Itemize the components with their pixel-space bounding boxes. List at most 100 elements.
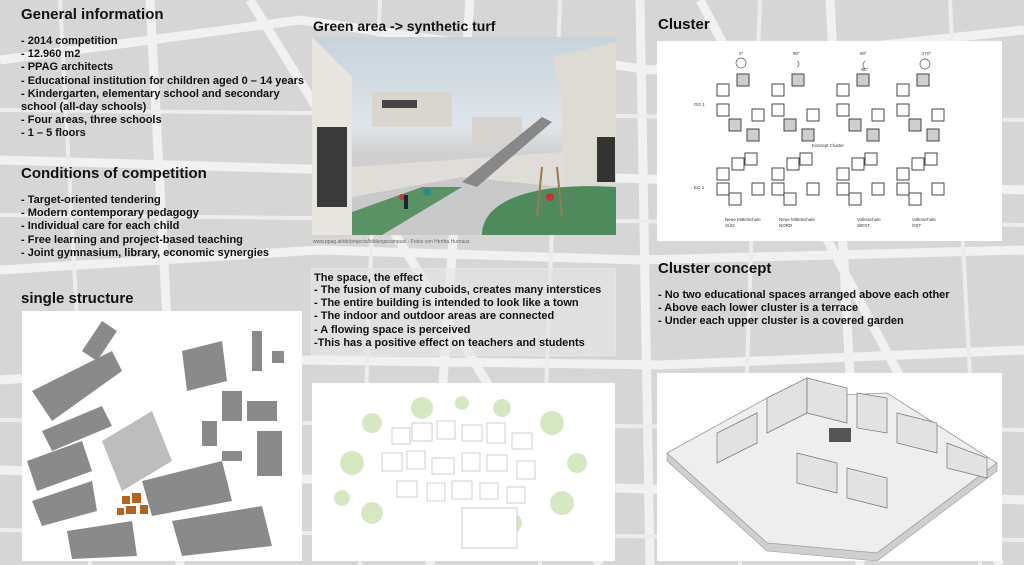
cluster-room [864,152,878,166]
list-item: - Target-oriented tendering [21,194,161,206]
cluster-title: Cluster [658,16,710,33]
list-item: - A flowing space is perceived [314,323,471,336]
cluster-room [801,128,815,142]
green-area-title: Green area -> synthetic turf [313,18,496,34]
cluster-room [911,157,925,171]
courtyard-photo [312,37,616,235]
cluster-room [744,152,758,166]
list-item: - Four areas, three schools [21,114,162,127]
cluster-room [924,152,938,166]
conditions-title: Conditions of competition [21,165,207,182]
diagram-title: Konzept Cluster [812,143,845,148]
cluster-room [728,118,742,132]
list-item: -This has a positive effect on teachers … [314,336,585,349]
list-item: - Above each lower cluster is a terrace [658,302,859,315]
conditions-list: - Target-oriented tendering - Modern con… [21,194,306,260]
cluster-room [908,118,922,132]
list-item: - Joint gymnasium, library, economic syn… [21,246,269,259]
cluster-room [908,192,922,206]
cluster-room [746,128,760,142]
cluster-room [871,182,885,196]
cluster-room [931,182,945,196]
cluster-room [866,128,880,142]
list-item: - No two educational spaces arranged abo… [658,289,950,301]
list-item: - Free learning and project-based teachi… [21,233,243,246]
cluster-room [916,73,930,87]
cluster-room [848,118,862,132]
cluster-room [731,157,745,171]
cluster-room [896,83,910,97]
level-label: OG 1 [694,102,705,107]
school-label: NORD [779,223,793,228]
site-plan-image [312,383,615,561]
list-item: - 12.960 m2 [21,48,81,61]
cluster-room [799,152,813,166]
photo-caption: www.ppag.at/de/projects/bildungscampus/ … [313,239,470,245]
cluster-room [783,192,797,206]
list-item: - Individual care for each child [21,220,180,233]
site-map-image [22,311,302,561]
rotation-label: -90° [860,67,869,72]
cluster-room [836,167,850,181]
rotation-label: 90° [793,51,800,56]
rotation-label: 90° [860,51,867,56]
cluster-room [896,182,910,196]
space-effect-list: - The fusion of many cuboids, creates ma… [312,284,615,350]
school-label: WEST [857,223,870,228]
cluster-room [856,73,870,87]
cluster-room [771,103,785,117]
cluster-room [896,103,910,117]
school-label: Volksschule [912,217,936,222]
cluster-concept-list: - No two educational spaces arranged abo… [658,289,1003,329]
cluster-room [716,103,730,117]
space-effect-box: The space, the effect - The fusion of ma… [311,268,616,356]
rotation-icons [735,57,931,70]
school-label: Neue Mittelschule [779,217,815,222]
cluster-room [716,83,730,97]
list-item: - 2014 competition [21,35,118,47]
general-information-title: General information [21,6,164,23]
list-item: - The entire building is intended to loo… [314,297,579,310]
school-label: OST [912,223,922,228]
cluster-room [771,167,785,181]
cluster-room [751,182,765,196]
list-item: - PPAG architects [21,61,114,74]
cluster-room [786,157,800,171]
level-label: EG 1 [694,185,705,190]
cluster-room [836,182,850,196]
cluster-room [771,83,785,97]
cluster-room [848,192,862,206]
rotation-label: 0° [739,51,744,56]
cluster-room [771,182,785,196]
cluster-room [806,108,820,122]
school-label: Neue Mittelschule [725,217,761,222]
cluster-room [926,128,940,142]
cluster-room [806,182,820,196]
list-item: - 1 – 5 floors [21,127,86,140]
general-information-list: - 2014 competition - 12.960 m2 - PPAG ar… [21,35,306,141]
cluster-room [716,167,730,181]
cluster-room [716,182,730,196]
single-structure-title: single structure [21,290,134,307]
cluster-3d-model-image [657,373,1002,561]
cluster-diagram: 0° 90° 90° -90° 270° OG 1 EG 1 Konzept C… [657,41,1002,241]
cluster-room [896,167,910,181]
cluster-room [783,118,797,132]
cluster-room [836,83,850,97]
list-item: - The indoor and outdoor areas are conne… [314,310,555,323]
school-label: SÜD [725,222,735,228]
list-item: - Under each upper cluster is a covered … [658,315,904,328]
list-item: - Educational institution for children a… [21,74,305,87]
cluster-room [751,108,765,122]
list-item: - Kindergarten, elementary school and se… [21,87,280,114]
cluster-room [931,108,945,122]
cluster-room [851,157,865,171]
list-item: - The fusion of many cuboids, creates ma… [314,284,602,296]
cluster-room [736,73,750,87]
space-effect-title: The space, the effect [314,272,423,284]
cluster-concept-title: Cluster concept [658,260,772,277]
cluster-room [871,108,885,122]
cluster-room [728,192,742,206]
rotation-label: 270° [922,51,932,56]
list-item: - Modern contemporary pedagogy [21,207,199,220]
